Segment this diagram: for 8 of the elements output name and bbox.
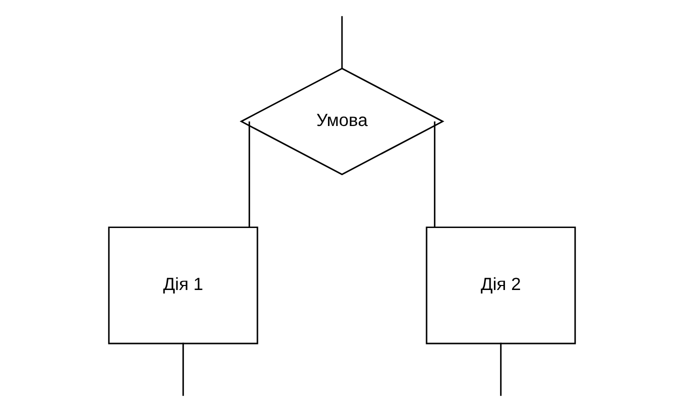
connector <box>433 121 435 228</box>
node-diamond: Умова <box>239 68 444 176</box>
node-box: Дія 2 <box>425 226 576 344</box>
connector <box>182 342 184 396</box>
connector <box>500 342 502 396</box>
connector <box>248 121 250 228</box>
connector <box>340 16 342 68</box>
node-box: Дія 1 <box>108 226 258 344</box>
